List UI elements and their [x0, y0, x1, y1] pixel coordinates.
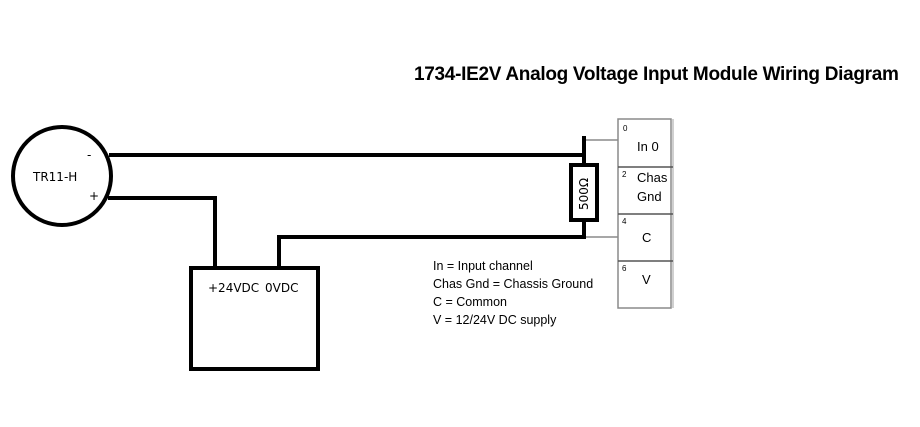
resistor-body	[569, 163, 599, 222]
wire-0vdc-to-common	[277, 235, 586, 268]
legend-item: V = 12/24V DC supply	[433, 313, 557, 327]
terminal-number: 2	[622, 170, 627, 179]
legend-item: In = Input channel	[433, 259, 533, 273]
legend-item: C = Common	[433, 295, 507, 309]
sensor-tr11h: TR11-H - +	[11, 125, 113, 227]
terminal-2: 2 Chas Gnd	[622, 170, 668, 204]
sensor-circle	[11, 125, 113, 227]
power-plus-24vdc-label: +24VDC	[208, 281, 259, 295]
sensor-label: TR11-H	[32, 170, 77, 184]
legend: In = Input channel Chas Gnd = Chassis Gr…	[433, 259, 593, 327]
sensor-minus-label: -	[87, 148, 91, 162]
terminal-label: In 0	[637, 139, 659, 154]
terminal-0: 0 In 0	[623, 124, 659, 154]
sensor-plus-label: +	[89, 189, 99, 203]
resistor-500-ohm: 500Ω	[569, 163, 599, 222]
terminal-label: Chas	[637, 170, 668, 185]
wire-sensor-plus-to-24vdc	[108, 196, 217, 268]
terminal-block: 0 In 0 2 Chas Gnd 4 C 6 V	[617, 118, 674, 309]
power-0vdc-label: 0VDC	[265, 281, 298, 295]
terminal-number: 6	[622, 264, 627, 273]
wires	[108, 136, 586, 268]
resistor-label: 500Ω	[577, 178, 591, 210]
terminal-6: 6 V	[622, 264, 651, 287]
terminal-number: 4	[622, 217, 627, 226]
power-supply: +24VDC 0VDC	[189, 266, 320, 371]
terminal-label: V	[642, 272, 651, 287]
power-supply-box	[189, 266, 320, 371]
diagram-title: 1734-IE2V Analog Voltage Input Module Wi…	[414, 64, 899, 85]
terminal-label-line2: Gnd	[637, 189, 662, 204]
terminal-number: 0	[623, 124, 628, 133]
legend-item: Chas Gnd = Chassis Ground	[433, 277, 593, 291]
terminal-4: 4 C	[622, 217, 651, 245]
terminal-label: C	[642, 230, 651, 245]
